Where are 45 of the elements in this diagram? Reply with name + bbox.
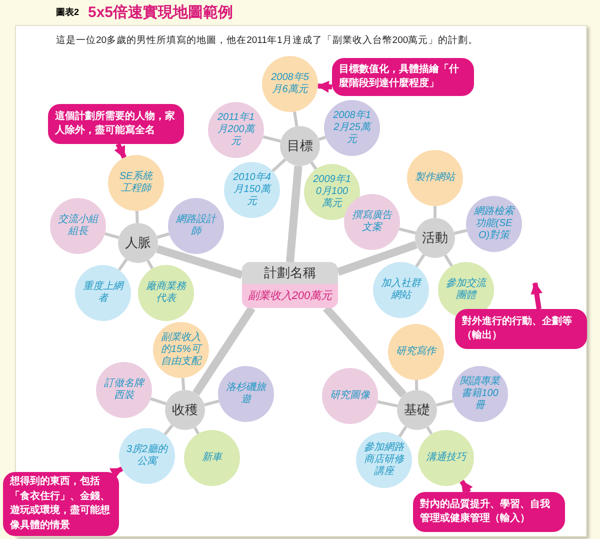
speech-bubble-tail xyxy=(530,282,543,310)
connector-line xyxy=(415,254,426,268)
connector-line xyxy=(310,162,318,170)
connector-line xyxy=(286,166,302,262)
connector-line xyxy=(204,400,220,406)
connector-line xyxy=(454,229,468,235)
connector-line xyxy=(434,206,436,218)
connector-line xyxy=(164,424,174,436)
connector-line xyxy=(444,254,453,267)
figure-number: 圖表2 xyxy=(56,6,80,19)
speech-bubble-tail xyxy=(460,480,473,494)
speech-bubble-tail xyxy=(110,466,124,479)
connector-line xyxy=(194,426,200,434)
connector-line xyxy=(318,136,326,141)
connector-line xyxy=(156,245,244,279)
description-text: 這是一位20多歲的男性所填寫的地圖，他在2011年1月達成了「副業收入台幣200萬元」的計劃。 xyxy=(56,34,478,48)
speech-bubble: 對外進行的行動、企劃等（輸出） xyxy=(455,309,587,349)
speech-bubble-tail xyxy=(114,142,127,159)
connector-line xyxy=(398,426,408,438)
connector-line xyxy=(181,378,186,390)
connector-line xyxy=(192,306,256,396)
connector-line xyxy=(398,227,416,235)
speech-bubble: 想得到的東西，包括「食衣住行」、金錢、遊玩或環境，盡可能想像具體的情景 xyxy=(3,472,119,536)
connector-line xyxy=(262,135,281,143)
connector-line xyxy=(150,397,166,406)
connector-line xyxy=(118,258,128,271)
connector-line xyxy=(336,240,418,276)
connector-line xyxy=(414,380,418,390)
connector-line xyxy=(272,158,286,172)
speech-bubble-tail xyxy=(316,80,332,93)
connector-line xyxy=(104,232,120,239)
connector-line xyxy=(426,426,433,435)
plan-goal-text: 副業收入200萬元 xyxy=(242,284,338,308)
plan-name-box xyxy=(242,262,338,308)
connector-line xyxy=(146,260,154,270)
connector-line xyxy=(377,400,398,408)
plan-name-heading: 計劃名稱 xyxy=(263,264,317,282)
diagram-title: 5x5倍速實現地圖範例 xyxy=(88,3,234,23)
speech-bubble: 目標數值化，具體描繪「什麼階段到達什麼程度」 xyxy=(332,58,474,96)
connector-line xyxy=(135,210,139,224)
speech-bubble: 對內的品質提升、學習、自我管理或健康管理（輸入） xyxy=(413,492,565,532)
connector-line xyxy=(436,399,454,407)
connector-line xyxy=(156,232,170,239)
connector-line xyxy=(292,111,298,126)
speech-bubble: 這個計劃所需要的人物，家人除外，盡可能寫全名 xyxy=(48,104,184,144)
